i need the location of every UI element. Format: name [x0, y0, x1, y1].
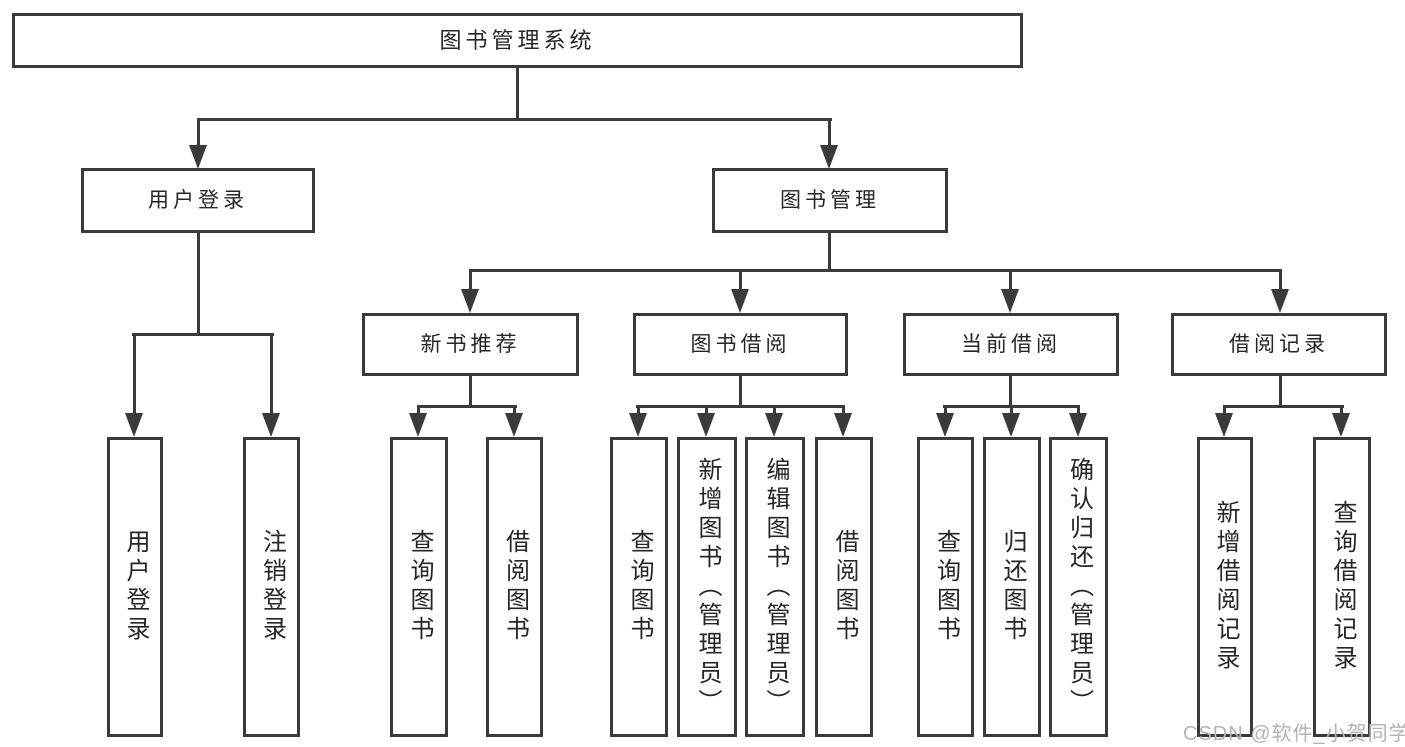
connector-line: [197, 233, 200, 336]
arrowhead-icon: [629, 413, 647, 437]
arrowhead-icon: [731, 289, 749, 313]
connector-line: [1077, 405, 1080, 416]
arrowhead-icon: [409, 413, 427, 437]
leaf-label: 用户登录: [122, 529, 149, 645]
leaf-borrow-query-book: 查询图书: [610, 437, 668, 737]
connector-line: [197, 118, 200, 146]
node-label: 借阅记录: [1229, 333, 1329, 356]
arrowhead-icon: [262, 413, 280, 437]
connector-line: [469, 269, 472, 291]
arrowhead-icon: [1001, 289, 1019, 313]
leaf-add-book-admin: 新增图书（管理员）: [677, 437, 737, 737]
leaf-logout: 注销登录: [243, 437, 300, 737]
connector-line: [1223, 405, 1226, 416]
leaf-label: 查询借阅记录: [1329, 500, 1356, 674]
node-label: 当前借阅: [961, 333, 1061, 356]
leaf-newbooks-query-book: 查询图书: [390, 437, 448, 737]
leaf-label: 确认归还（管理员）: [1065, 456, 1093, 718]
leaf-confirm-return-admin: 确认归还（管理员）: [1049, 437, 1108, 737]
connector-line: [1009, 376, 1012, 408]
node-label: 图书管理: [780, 189, 880, 212]
node-label: 图书借阅: [690, 333, 791, 356]
arrowhead-icon: [125, 413, 143, 437]
connector-line: [1010, 405, 1013, 416]
leaf-user-login: 用户登录: [107, 437, 163, 737]
leaf-label: 新增图书（管理员）: [694, 456, 721, 718]
arrowhead-icon: [697, 413, 715, 437]
arrowhead-icon: [820, 145, 838, 169]
leaf-label: 借阅图书: [831, 529, 858, 645]
leaf-label: 查询图书: [626, 529, 653, 645]
node-label: 图书管理系统: [439, 27, 596, 53]
leaf-add-borrow-record: 新增借阅记录: [1197, 437, 1253, 737]
leaf-label: 借阅图书: [501, 529, 529, 645]
node-label: 新书推荐: [420, 333, 521, 356]
leaf-current-query-book: 查询图书: [917, 437, 974, 737]
connector-line: [270, 333, 273, 414]
arrowhead-icon: [1069, 413, 1087, 437]
connector-line: [944, 405, 947, 416]
csdn-watermark: CSDN @软件_小贺同学: [1183, 723, 1405, 745]
node-label: 用户登录: [148, 189, 248, 212]
connector-line: [197, 118, 832, 121]
connector-line: [1279, 269, 1282, 291]
connector-line: [513, 405, 516, 416]
leaf-label: 查询图书: [932, 529, 960, 645]
connector-line: [637, 405, 640, 416]
leaf-borrow-borrow-book: 借阅图书: [815, 437, 873, 737]
leaf-return-book: 归还图书: [983, 437, 1041, 737]
connector-line: [828, 233, 831, 272]
leaf-label: 编辑图书（管理员）: [762, 456, 789, 718]
leaf-edit-book-admin: 编辑图书（管理员）: [745, 437, 805, 737]
connector-line: [828, 118, 831, 146]
arrowhead-icon: [461, 289, 479, 313]
leaf-label: 注销登录: [258, 529, 286, 645]
node-book-management: 图书管理: [712, 168, 948, 233]
connector-line: [1009, 269, 1012, 291]
connector-line: [469, 269, 1282, 272]
connector-line: [739, 269, 742, 291]
connector-line: [132, 333, 274, 336]
connector-line: [705, 405, 708, 416]
leaf-label: 新增借阅记录: [1212, 500, 1239, 674]
arrowhead-icon: [765, 413, 783, 437]
connector-line: [417, 405, 517, 408]
arrowhead-icon: [834, 413, 852, 437]
node-borrow-record: 借阅记录: [1171, 313, 1387, 376]
connector-line: [636, 405, 845, 408]
arrowhead-icon: [505, 413, 523, 437]
connector-line: [417, 405, 420, 416]
connector-line: [773, 405, 776, 416]
connector-line: [469, 376, 472, 408]
node-current-borrow: 当前借阅: [903, 313, 1119, 376]
leaf-newbooks-borrow-book: 借阅图书: [486, 437, 543, 737]
connector-line: [1279, 376, 1282, 408]
connector-line: [1223, 405, 1344, 408]
arrowhead-icon: [1215, 413, 1233, 437]
connector-line: [739, 376, 742, 408]
node-new-book-recommend: 新书推荐: [362, 313, 579, 376]
connector-line: [842, 405, 845, 416]
connector-line: [133, 333, 136, 414]
arrowhead-icon: [1271, 289, 1289, 313]
connector-line: [516, 68, 519, 121]
node-user-login: 用户登录: [81, 168, 315, 233]
arrowhead-icon: [1002, 413, 1020, 437]
leaf-label: 查询图书: [406, 529, 433, 645]
arrowhead-icon: [189, 145, 207, 169]
connector-line: [1340, 405, 1343, 416]
node-library-system: 图书管理系统: [12, 13, 1023, 68]
arrowhead-icon: [936, 413, 954, 437]
node-book-borrow: 图书借阅: [633, 313, 848, 376]
leaf-query-borrow-record: 查询借阅记录: [1313, 437, 1371, 737]
arrowhead-icon: [1332, 413, 1350, 437]
leaf-label: 归还图书: [999, 529, 1026, 645]
